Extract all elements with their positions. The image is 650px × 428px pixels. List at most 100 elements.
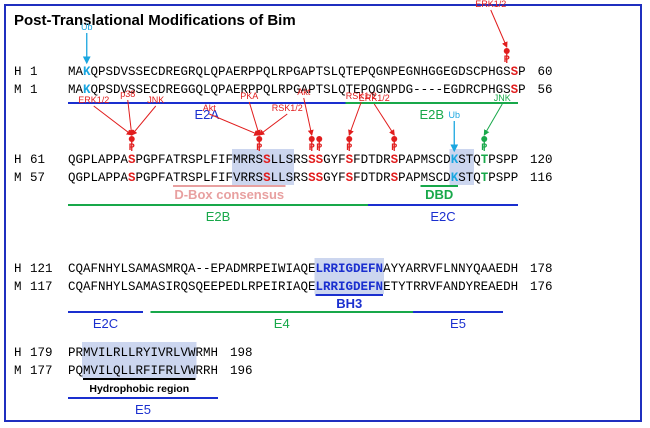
residue-segment: SS [308, 153, 324, 167]
human-end-number: 198 [230, 346, 253, 360]
human-start-number: 179 [30, 346, 53, 360]
residue-segment: P [518, 83, 526, 97]
phospho-site-dot [503, 48, 510, 54]
residue-segment: S [346, 153, 354, 167]
kinase-arrow [483, 103, 503, 136]
mouse-end-number: 116 [530, 171, 553, 185]
human-sequence: MAKQPSDVSSECDREGRQLQPAERPPQLRPGAPTSLQTEP… [68, 65, 526, 79]
human-row-label: H [14, 262, 22, 276]
residue-segment: S [511, 65, 519, 79]
residue-segment: QPSDVSSECDREGRQLQPAERPPQLRPGAPTSLQTEPQGN… [91, 65, 511, 79]
residue-segment: MA [68, 83, 84, 97]
residue-segment: PGPFATRSPLFIFVRRS [136, 171, 264, 185]
mouse-sequence: PQMVILQLLRFIFRLVWRRH [68, 364, 218, 378]
figure-title: Post-Translational Modifications of Bim [14, 12, 296, 29]
kinase-label: Akt [203, 103, 217, 113]
residue-segment: QPSDVSSECDREGGQLQPAERPPQLRPGAPTSLQTEPQGN… [91, 83, 511, 97]
residue-segment: PAPMSCD [398, 153, 451, 167]
kinase-label: p38 [120, 89, 135, 99]
residue-segment: T [481, 153, 489, 167]
motif-label: Hydrophobic region [89, 383, 189, 395]
region-label: E4 [274, 316, 290, 331]
residue-segment: K [451, 171, 459, 185]
residue-segment: S [511, 83, 519, 97]
residue-segment: LRRIGDEFN [316, 280, 384, 294]
kinase-label: RSK1/2 [272, 103, 303, 113]
residue-segment: QGPLAPPA [68, 171, 129, 185]
phospho-site-dot [391, 136, 398, 142]
residue-segment: GYF [323, 171, 346, 185]
mouse-end-number: 56 [538, 83, 553, 97]
kinase-arrow [127, 99, 135, 136]
phospho-letter: P [481, 142, 487, 152]
kinase-arrow [209, 113, 261, 136]
highlight-box [314, 258, 384, 294]
ubiquitin-label: Ub [448, 110, 460, 120]
mouse-row-label: M [14, 364, 22, 378]
kinase-label: JNK [494, 93, 511, 103]
mouse-start-number: 177 [30, 364, 53, 378]
highlight-box [449, 149, 474, 185]
phospho-site-dot [316, 136, 323, 142]
residue-segment: PSPP [488, 153, 518, 167]
residue-segment: S [263, 153, 271, 167]
human-end-number: 178 [530, 262, 553, 276]
mouse-row-label: M [14, 280, 22, 294]
human-end-number: 120 [530, 153, 553, 167]
kinase-label: Akt [297, 87, 311, 97]
residue-segment: PGPFATRSPLFIFMRRS [136, 153, 264, 167]
kinase-arrow [258, 113, 288, 136]
region-label: E5 [450, 316, 466, 331]
residue-segment: P [518, 65, 526, 79]
region-label: E2A [194, 107, 219, 122]
kinase-label: ERK1/2 [359, 93, 390, 103]
residue-segment: S [391, 171, 399, 185]
residue-segment: LRRIGDEFN [316, 262, 384, 276]
phospho-letter: P [256, 142, 262, 152]
residue-segment: S [128, 153, 136, 167]
residue-segment: QGPLAPPA [68, 153, 129, 167]
human-row-label: H [14, 153, 22, 167]
phospho-letter: P [316, 142, 322, 152]
phospho-letter: P [504, 54, 510, 64]
residue-segment: K [83, 83, 91, 97]
figure-frame [4, 4, 642, 422]
motif-label: D-Box consensus [174, 187, 284, 202]
residue-segment: CQAFNHYLSAMASIRQSQEEPEDLRPEIRIAQE [68, 280, 316, 294]
residue-segment: MA [68, 65, 84, 79]
human-row-label: H [14, 346, 22, 360]
region-label: E2C [430, 209, 455, 224]
residue-segment: PSPP [488, 171, 518, 185]
motif-label: BH3 [336, 296, 362, 311]
kinase-arrow [248, 101, 261, 136]
human-sequence: PRMVILRLLRYIVRLVWRMH [68, 346, 218, 360]
human-end-number: 60 [538, 65, 553, 79]
human-row-label: H [14, 65, 22, 79]
kinase-label: JNK [147, 95, 164, 105]
kinase-arrow [131, 105, 157, 136]
phospho-letter: P [309, 142, 315, 152]
kinase-label: PKA [240, 91, 258, 101]
residue-segment: S [263, 171, 271, 185]
kinase-label: RSK1/2 [346, 91, 377, 101]
human-sequence: QGPLAPPASPGPFATRSPLFIFMRRSSLLSRSSSGYFSFD… [68, 153, 518, 167]
residue-segment: CQAFNHYLSAMASMRQA--EPADMRPEIWIAQE [68, 262, 316, 276]
kinase-arrow [303, 97, 314, 136]
residue-segment: S [391, 153, 399, 167]
residue-segment: K [83, 65, 91, 79]
region-label: E2B [206, 209, 231, 224]
mouse-start-number: 1 [30, 83, 38, 97]
region-label: E2B [419, 107, 444, 122]
residue-segment: S [128, 171, 136, 185]
residue-segment: GYF [323, 153, 346, 167]
phospho-site-dot [256, 136, 263, 142]
human-start-number: 1 [30, 65, 38, 79]
highlight-layer [82, 149, 474, 378]
region-label: E2C [93, 316, 118, 331]
kinase-arrow [348, 101, 362, 136]
residue-segment: STQ [458, 171, 481, 185]
